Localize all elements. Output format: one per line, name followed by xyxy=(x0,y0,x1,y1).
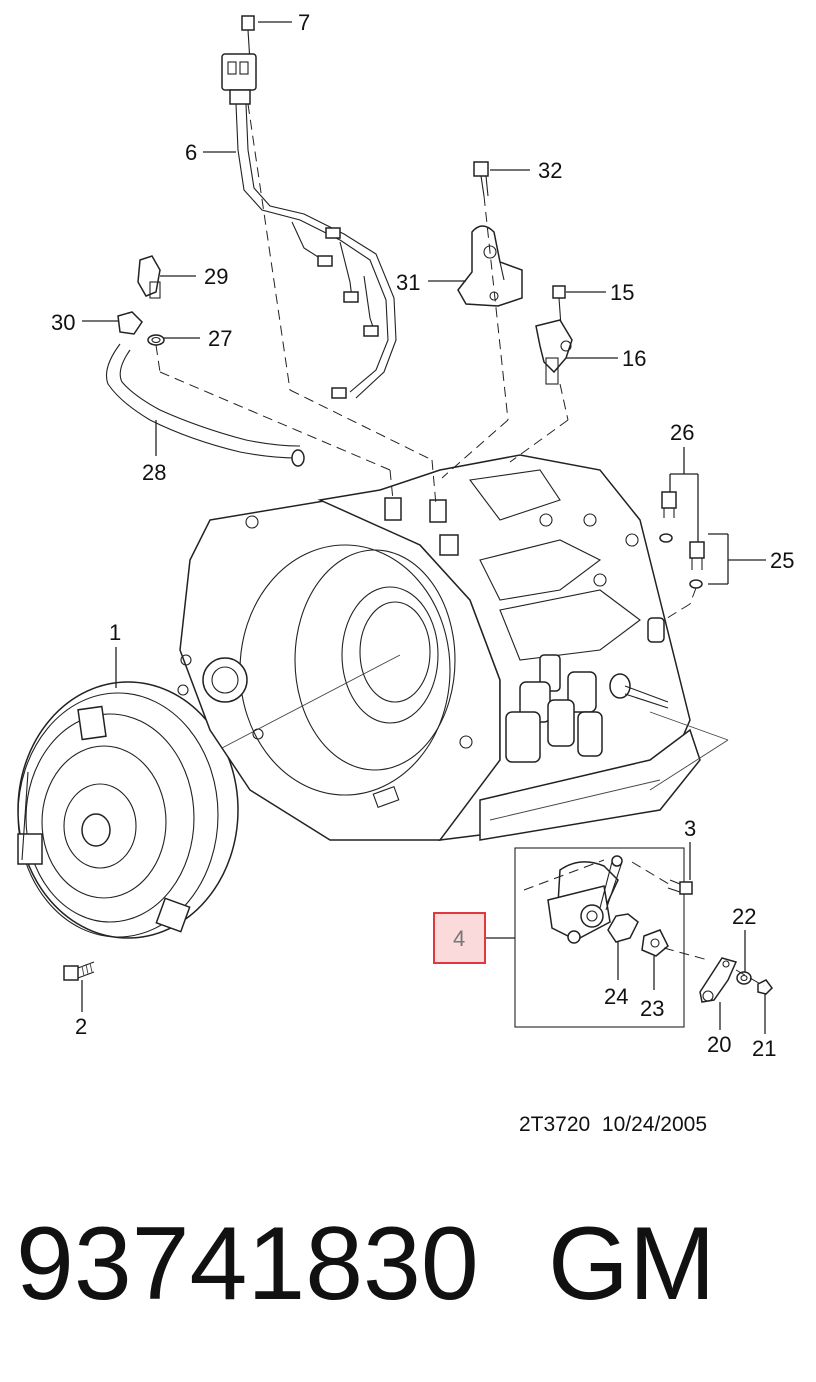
converter-bolt xyxy=(63,961,95,981)
callout-labels: 1 2 3 4 6 7 15 16 20 21 22 23 24 25 26 2… xyxy=(51,10,794,1061)
callout-29: 29 xyxy=(204,264,228,289)
shift-lever xyxy=(699,957,773,1003)
callout-25: 25 xyxy=(770,548,794,573)
speed-sensor xyxy=(535,285,573,385)
wiring-harness xyxy=(221,15,397,399)
callout-24: 24 xyxy=(604,984,628,1009)
callout-22: 22 xyxy=(732,904,756,929)
highlight-box xyxy=(433,912,486,964)
callout-28: 28 xyxy=(142,460,166,485)
callout-20: 20 xyxy=(707,1032,731,1057)
callout-21: 21 xyxy=(752,1036,776,1061)
callout-32: 32 xyxy=(538,158,562,183)
callout-15: 15 xyxy=(610,280,634,305)
transaxle-housing xyxy=(177,454,729,841)
plugs xyxy=(659,491,705,589)
cooler-hose xyxy=(105,255,305,467)
callout-23: 23 xyxy=(640,996,664,1021)
torque-converter xyxy=(17,681,239,939)
callout-7: 7 xyxy=(298,10,310,35)
callout-31: 31 xyxy=(396,270,420,295)
bracket xyxy=(457,161,523,307)
callout-3: 3 xyxy=(684,816,696,841)
callout-4: 4 xyxy=(453,926,465,951)
callout-16: 16 xyxy=(622,346,646,371)
callout-26: 26 xyxy=(670,420,694,445)
drawing-reference: 2T3720 10/24/2005 xyxy=(519,1113,707,1136)
callout-2: 2 xyxy=(75,1014,87,1039)
assembly-lines xyxy=(155,103,765,987)
callout-1: 1 xyxy=(109,620,121,645)
brand-name: GM xyxy=(548,1206,716,1322)
leader-lines xyxy=(81,21,766,1034)
callout-30: 30 xyxy=(51,310,75,335)
part-number: 93741830 xyxy=(16,1206,479,1322)
callout-6: 6 xyxy=(185,140,197,165)
range-switch xyxy=(514,847,693,1028)
callout-27: 27 xyxy=(208,326,232,351)
